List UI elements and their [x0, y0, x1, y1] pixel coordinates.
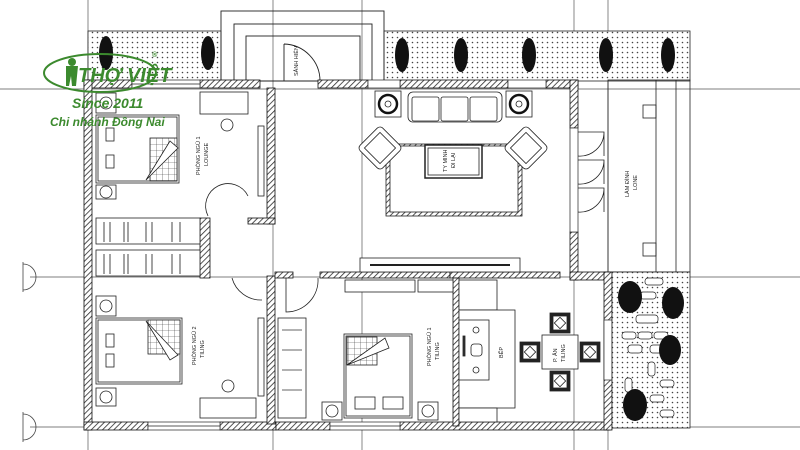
front-garden [87, 30, 691, 82]
shrub-icon [661, 38, 675, 72]
label-living-rug-1: TY MINH [443, 149, 449, 172]
label-bedroom-1-bottom: PHÒNG NGỦ 1 [426, 327, 433, 366]
label-side-yard-2: LONE [633, 175, 639, 190]
label-bedroom-2: PHÒNG NGỦ 2 [191, 326, 198, 365]
label-side-yard-1: LÀM ĐÌNH [624, 171, 631, 197]
label-dining-2: TILING [561, 344, 567, 362]
logo-brand: THỢ VIỆT [78, 63, 173, 87]
wardrobes [95, 217, 201, 277]
chair-icon [519, 341, 541, 363]
shrub-icon [662, 287, 684, 319]
bedroom-2-furniture [95, 277, 265, 419]
bedroom-1-furniture [95, 91, 265, 217]
bedroom-1b-furniture [277, 277, 454, 421]
shrub-icon [599, 38, 613, 72]
shrub-icon [618, 281, 642, 313]
company-logo: THỢ VIỆT ® Since 2011 Chi nhánh Đồng Nai [43, 51, 173, 129]
shrub-icon [659, 335, 681, 365]
shrub-icon [99, 36, 113, 70]
label-living-rug-2: ĐI LẠI [451, 152, 457, 168]
label-entrance-hall: SẢNH HIÊN [292, 46, 300, 76]
chair-icon [549, 312, 571, 334]
shrub-icons [99, 36, 675, 72]
side-yard [607, 79, 691, 273]
worker-figure-icon [66, 58, 78, 86]
label-dining-1: P. ĂN [552, 348, 559, 362]
label-bedroom-1-top: PHÒNG NGỦ 1 [195, 136, 202, 175]
shrub-icon [201, 36, 215, 70]
windows [131, 79, 613, 431]
rear-garden [611, 271, 691, 429]
label-bedroom-2-sub: TILING [200, 340, 206, 358]
chair-icon [579, 341, 601, 363]
shrub-icon [395, 38, 409, 72]
dining-set [519, 312, 601, 392]
label-bedroom-1-bottom-sub: TILING [435, 342, 441, 360]
shrub-icon [454, 38, 468, 72]
label-kitchen: BẾP [498, 347, 505, 358]
living-room-furniture [358, 90, 548, 273]
shrub-icon [522, 38, 536, 72]
side-yard-doors [577, 131, 605, 213]
entrance-porch [220, 10, 385, 82]
label-bedroom-1-top-sub: LOUNGE [204, 142, 210, 166]
logo-branch: Chi nhánh Đồng Nai [50, 115, 165, 129]
logo-registered: ® [152, 51, 158, 59]
chair-icon [549, 370, 571, 392]
axis-marker-icon [22, 262, 37, 442]
kitchen-furniture [458, 279, 516, 423]
logo-since: Since 2011 [72, 95, 144, 111]
shrub-icon [623, 389, 647, 421]
